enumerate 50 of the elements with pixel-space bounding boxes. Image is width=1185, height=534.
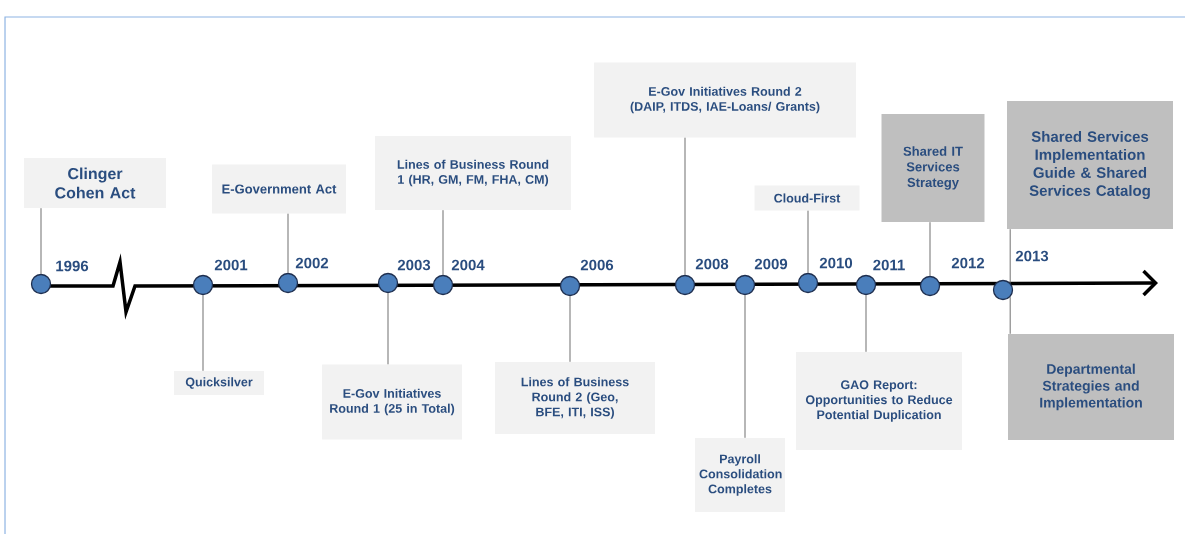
leader-line xyxy=(807,210,809,274)
event-box: Shared Services Implementation Guide & Shared Services Catalog xyxy=(1007,101,1173,229)
event-box: Payroll Consolidation Completes xyxy=(695,438,785,512)
event-box: Cloud-First xyxy=(754,185,860,211)
event-box: Lines of Business Round 2 (Geo, BFE, ITI, ISS) xyxy=(495,362,655,434)
leader-line xyxy=(1009,228,1011,284)
event-box: E-Gov Initiatives Round 1 (25 in Total) xyxy=(322,364,462,440)
timeline-dot xyxy=(992,279,1014,301)
year-label: 2001 xyxy=(214,259,248,271)
year-label: 2013 xyxy=(1015,250,1049,262)
timeline-dot xyxy=(30,273,52,295)
timeline-dot xyxy=(559,275,581,297)
timeline-dot xyxy=(377,272,399,294)
year-label: 2008 xyxy=(695,258,729,270)
leader-line xyxy=(1009,296,1011,335)
leader-line xyxy=(744,294,746,439)
year-label: 2010 xyxy=(819,257,853,269)
timeline-dot xyxy=(432,274,454,296)
leader-line xyxy=(442,209,444,276)
timeline-dot xyxy=(277,272,299,294)
event-box: E-Government Act xyxy=(212,164,346,214)
timeline-dot xyxy=(797,272,819,294)
event-box: E-Gov Initiatives Round 2 (DAIP, ITDS, IAE-Loans/ Grants) xyxy=(594,62,856,138)
timeline-dot xyxy=(919,275,941,297)
event-box: Departmental Strategies and Implementation xyxy=(1008,334,1174,440)
leader-line xyxy=(287,213,289,274)
year-label: 1996 xyxy=(56,260,89,272)
year-label: 2012 xyxy=(951,257,985,269)
leader-line xyxy=(202,294,204,372)
leader-line xyxy=(929,221,931,277)
leader-line xyxy=(40,207,42,275)
timeline-dot xyxy=(734,274,756,296)
timeline-dot xyxy=(674,274,696,296)
event-box: Clinger Cohen Act xyxy=(24,158,166,208)
event-box: Quicksilver xyxy=(174,371,264,395)
timeline-dot xyxy=(192,274,214,296)
year-label: 2002 xyxy=(295,257,329,269)
year-label: 2009 xyxy=(754,258,788,270)
year-label: 2004 xyxy=(451,259,485,271)
leader-line xyxy=(684,137,686,276)
event-box: GAO Report: Opportunities to Reduce Potential Duplication xyxy=(796,352,962,450)
leader-line xyxy=(569,295,571,363)
year-label: 2011 xyxy=(873,259,905,271)
leader-line xyxy=(387,292,389,365)
year-label: 2003 xyxy=(397,259,431,271)
leader-line xyxy=(865,294,867,353)
year-label: 2006 xyxy=(580,259,614,271)
timeline-dot xyxy=(855,274,877,296)
event-box: Lines of Business Round 1 (HR, GM, FM, FHA, CM) xyxy=(375,136,571,210)
event-box: Shared IT Services Strategy xyxy=(881,114,985,222)
